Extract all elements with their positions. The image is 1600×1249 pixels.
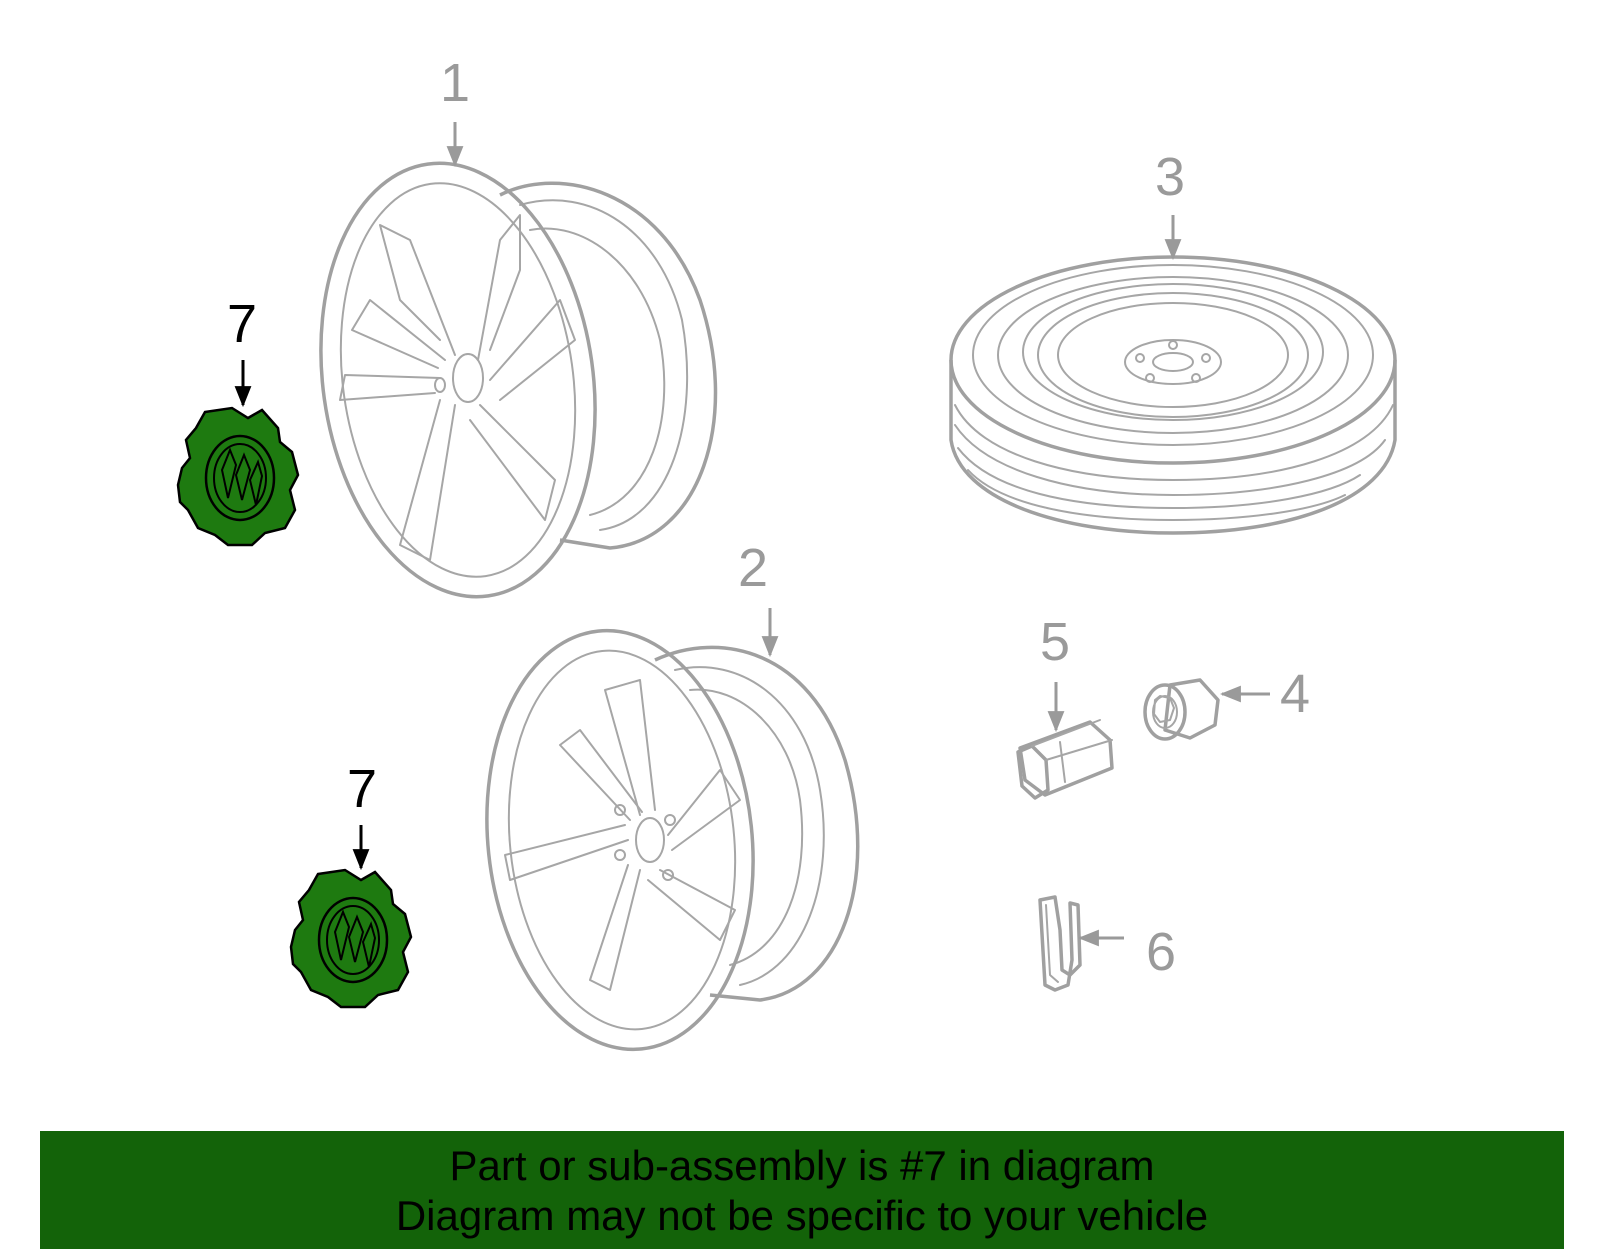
callout-7-bottom: 7	[347, 759, 377, 871]
wheel-2-icon[interactable]	[467, 617, 860, 1062]
svg-text:5: 5	[1040, 612, 1070, 672]
svg-text:6: 6	[1146, 922, 1176, 982]
banner-line-disclaimer: Diagram may not be specific to your vehi…	[395, 1192, 1209, 1239]
svg-text:7: 7	[227, 294, 257, 354]
svg-text:3: 3	[1155, 147, 1185, 207]
svg-text:4: 4	[1280, 664, 1310, 724]
center-cap-icon[interactable]	[176, 406, 300, 547]
callout-4: 4	[1219, 664, 1310, 724]
callout-3: 3	[1155, 147, 1185, 261]
svg-text:2: 2	[738, 538, 768, 598]
valve-clip-icon[interactable]	[1038, 895, 1082, 992]
wheel-lock-nut-icon[interactable]	[1143, 678, 1220, 741]
svg-text:1: 1	[440, 53, 470, 113]
callout-2: 2	[738, 538, 779, 658]
svg-text:7: 7	[347, 759, 377, 819]
center-cap-icon[interactable]	[289, 868, 413, 1009]
spare-tire-icon[interactable]	[949, 255, 1397, 535]
callout-5: 5	[1040, 612, 1070, 733]
info-banner: Part or sub-assembly is #7 in diagram Di…	[40, 1131, 1564, 1249]
callout-6: 6	[1077, 922, 1176, 982]
lug-nut-icon[interactable]	[1016, 719, 1114, 800]
wheel-1-icon[interactable]	[294, 145, 718, 614]
callout-1: 1	[440, 53, 470, 168]
banner-line-part: Part or sub-assembly is #7 in diagram	[449, 1142, 1155, 1189]
callout-7-top: 7	[227, 294, 257, 408]
